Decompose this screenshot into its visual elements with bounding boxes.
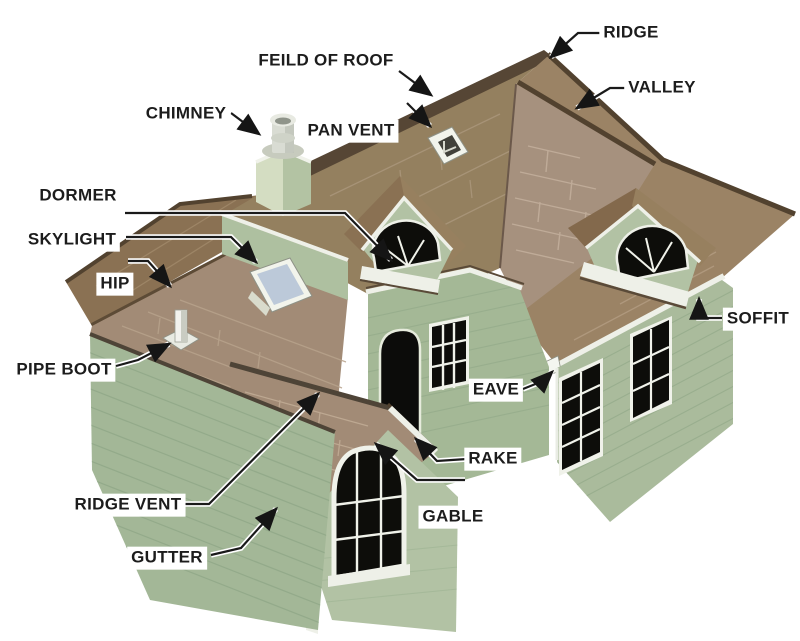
label-gable: GABLE xyxy=(418,505,488,529)
label-rake: RAKE xyxy=(464,447,522,471)
valley-edge xyxy=(516,79,657,167)
pipe-boot-graphic xyxy=(162,309,200,351)
roof-silhouette-left xyxy=(64,194,253,284)
label-valley: VALLEY xyxy=(624,76,700,100)
leader-gutter xyxy=(210,506,278,557)
leader-ridge-vent xyxy=(184,391,321,506)
leader-hip xyxy=(128,259,172,289)
label-eave: EAVE xyxy=(468,378,524,402)
leader-dormer xyxy=(125,211,394,263)
skylight-graphic xyxy=(248,257,313,316)
label-hip: HIP xyxy=(96,272,134,296)
leader-rake xyxy=(413,436,468,463)
chimney-cap xyxy=(262,113,304,159)
label-pipe-boot: PIPE BOOT xyxy=(12,358,116,382)
label-dormer: DORMER xyxy=(35,184,121,208)
main-roof-plane xyxy=(222,56,548,300)
label-soffit: SOFFIT xyxy=(722,307,794,331)
leader-skylight xyxy=(126,235,259,265)
label-gutter: GUTTER xyxy=(127,546,207,570)
leader-soffit xyxy=(689,296,722,320)
leader-pan-vent xyxy=(406,102,433,129)
upper-wall-strip xyxy=(222,216,348,300)
label-feild-of-roof: FEILD OF ROOF xyxy=(254,49,398,73)
label-chimney: CHIMNEY xyxy=(141,102,231,126)
right-dormer-fascia xyxy=(580,262,690,308)
pan-vent-graphic xyxy=(427,126,469,165)
right-wing-wall xyxy=(555,280,733,522)
leader-eave xyxy=(522,369,555,394)
label-pan-vent: PAN VENT xyxy=(303,119,399,143)
leader-feild-of-roof xyxy=(398,70,434,97)
right-wing-window-2 xyxy=(630,316,672,422)
leader-ridge xyxy=(548,31,602,59)
right-wing-window-1 xyxy=(559,358,603,476)
chimney-graphic xyxy=(255,113,312,216)
label-ridge-vent: RIDGE VENT xyxy=(70,493,186,517)
gutter-right-wing xyxy=(554,273,726,369)
label-ridge: RIDGE xyxy=(599,21,663,45)
entry-window xyxy=(429,316,469,392)
right-dormer-fan-window xyxy=(615,224,690,284)
leader-chimney xyxy=(230,112,262,136)
label-skylight: SKYLIGHT xyxy=(23,228,121,252)
gable-arched-window xyxy=(328,445,410,587)
front-gable-ridge xyxy=(229,361,391,411)
right-dormer xyxy=(568,188,716,310)
leader-gable xyxy=(373,442,465,482)
leader-pipe-boot xyxy=(115,342,172,368)
roof-planes xyxy=(64,50,796,432)
leader-lines xyxy=(115,30,722,558)
